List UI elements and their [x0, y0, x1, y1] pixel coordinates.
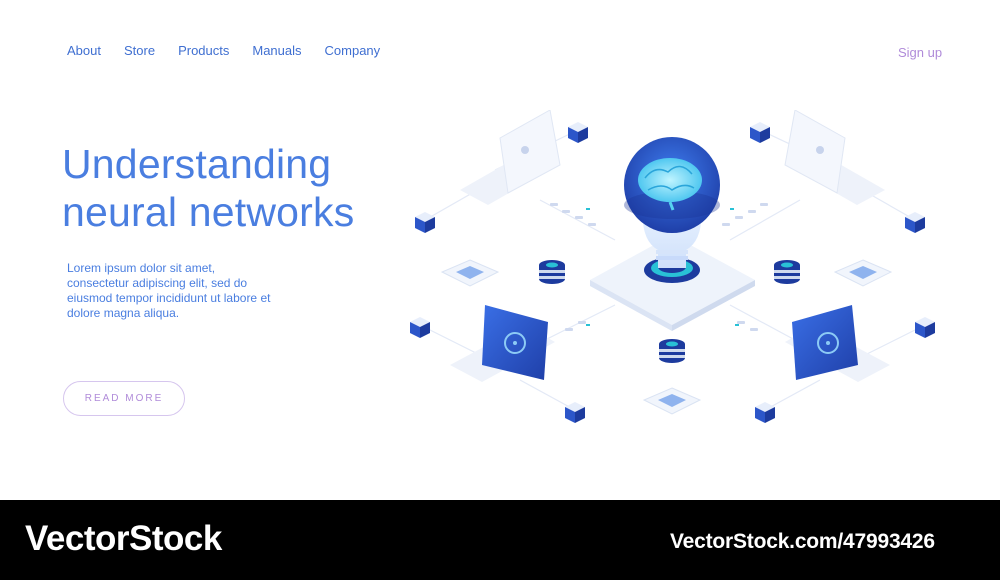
brain-icon [638, 158, 702, 211]
nav-link-manuals[interactable]: Manuals [252, 43, 302, 58]
nav-link-about[interactable]: About [67, 43, 101, 58]
read-more-button[interactable]: READ MORE [63, 381, 185, 416]
cube-node-icon [410, 122, 935, 423]
sign-up-link[interactable]: Sign up [898, 45, 943, 60]
nav-link-company[interactable]: Company [324, 43, 381, 58]
nav-link-store[interactable]: Store [123, 43, 156, 58]
lightbulb-icon [624, 137, 720, 268]
database-icon [539, 260, 800, 363]
chip-icon [440, 259, 893, 415]
page-title: Understanding neural networks [62, 140, 354, 236]
laptop-icon [450, 110, 890, 382]
page-title-line1: Understanding [62, 141, 332, 187]
vectorstock-logo: VectorStock [25, 519, 222, 558]
nav-link-products[interactable]: Products [178, 43, 230, 58]
watermark-footer [0, 500, 1000, 580]
neural-network-illustration [410, 110, 935, 423]
page-title-line2: neural networks [62, 189, 355, 235]
data-dashes [550, 203, 768, 331]
top-nav: About Store Products Manuals Company [67, 43, 403, 58]
stock-id-text: VectorStock.com/47993426 [670, 530, 935, 553]
hero-description: Lorem ipsum dolor sit amet, consectetur … [67, 261, 271, 320]
